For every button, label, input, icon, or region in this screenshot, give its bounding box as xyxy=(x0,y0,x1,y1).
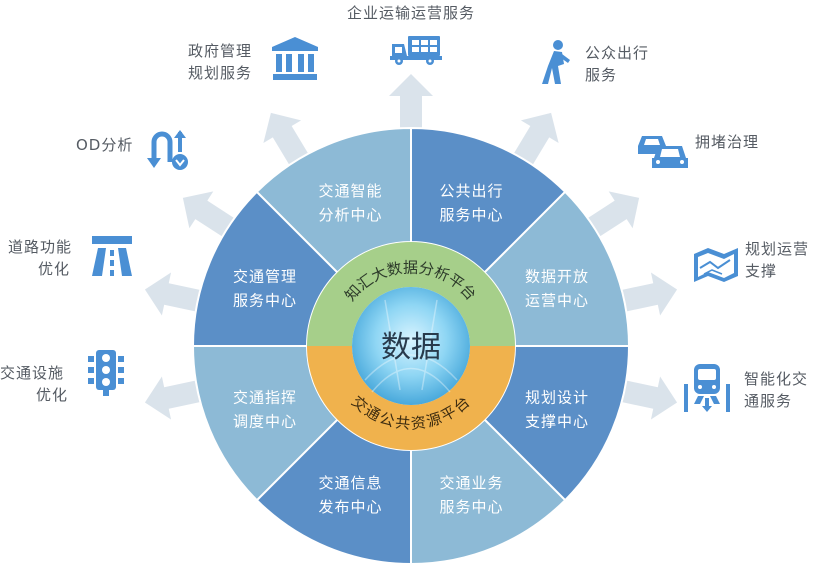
outward-arrow-2 xyxy=(584,191,640,239)
segment-label-line1: 交通管理 xyxy=(233,268,297,286)
folded-map-icon xyxy=(694,248,738,282)
arrow-group xyxy=(144,74,678,420)
core-tunnel-lines xyxy=(364,299,458,393)
label-public-travel-line2: 服务 xyxy=(585,66,618,84)
train-icon xyxy=(684,364,730,412)
segment-group: 公共出行服务中心数据开放运营中心规划设计支撑中心交通业务服务中心交通信息发布中心… xyxy=(191,126,631,564)
label-road-line2: 优化 xyxy=(38,260,71,278)
segment-label-1: 数据开放运营中心 xyxy=(525,268,589,310)
segment-label-line2: 分析中心 xyxy=(319,206,383,224)
label-road-line1: 道路功能 xyxy=(8,238,73,256)
label-planning-line1: 规划运营 xyxy=(745,240,810,258)
segment-label-line2: 运营中心 xyxy=(525,292,589,310)
segment-label-6: 交通管理服务中心 xyxy=(233,268,297,310)
outward-arrow-7 xyxy=(144,272,204,316)
segment-label-7: 交通智能分析中心 xyxy=(319,182,383,224)
outward-arrow-0 xyxy=(389,74,433,132)
segment-label-0: 公共出行服务中心 xyxy=(439,182,503,224)
segment-label-3: 交通业务服务中心 xyxy=(439,474,503,516)
label-od-analysis: OD分析 xyxy=(76,134,133,156)
cars-icon xyxy=(638,136,688,168)
label-public-travel: 公众出行 服务 xyxy=(585,42,649,86)
label-congestion: 拥堵治理 xyxy=(695,131,759,153)
highway-icon xyxy=(92,236,132,276)
delivery-truck-icon xyxy=(390,36,442,65)
label-enterprise-transport: 企业运输运营服务 xyxy=(347,2,475,24)
walking-person-icon xyxy=(542,40,570,84)
label-enterprise-line1: 企业运输运营服务 xyxy=(347,4,476,22)
label-smart-line2: 通服务 xyxy=(744,392,793,410)
segment-label-line1: 交通信息 xyxy=(319,474,383,492)
segment-label-line2: 服务中心 xyxy=(233,292,297,310)
segment-label-line2: 发布中心 xyxy=(319,498,383,516)
label-facility-line2: 优化 xyxy=(36,386,69,404)
label-public-travel-line1: 公众出行 xyxy=(585,44,650,62)
data-core xyxy=(352,287,470,405)
segment-label-line1: 交通智能 xyxy=(319,182,383,200)
label-government: 政府管理 规划服务 xyxy=(188,40,252,84)
label-facility: 交通设施 优化 xyxy=(0,362,68,406)
od-route-icon xyxy=(147,130,188,170)
label-od-line1: OD分析 xyxy=(76,136,134,154)
segment-label-line2: 服务中心 xyxy=(439,498,503,516)
outward-arrow-4 xyxy=(618,376,678,420)
label-government-line2: 规划服务 xyxy=(188,64,253,82)
outward-arrow-3 xyxy=(618,272,678,316)
ring-top-green xyxy=(307,242,515,346)
segment-label-2: 规划设计支撑中心 xyxy=(525,388,589,430)
outward-arrow-1 xyxy=(511,112,559,169)
label-congestion-line1: 拥堵治理 xyxy=(695,133,760,151)
segment-label-line1: 数据开放 xyxy=(525,268,589,286)
outward-arrow-8 xyxy=(144,376,204,420)
segment-label-line1: 公共出行 xyxy=(439,182,503,200)
segment-label-line2: 调度中心 xyxy=(233,412,297,430)
outward-arrow-5 xyxy=(263,112,311,169)
segment-label-line1: 交通指挥 xyxy=(233,388,297,406)
segment-label-line2: 服务中心 xyxy=(439,206,503,224)
label-planning-line2: 支撑 xyxy=(745,262,778,280)
segment-label-line1: 交通业务 xyxy=(439,474,503,492)
segment-label-5: 交通指挥调度中心 xyxy=(233,388,297,430)
ring-bottom-orange xyxy=(307,346,515,450)
label-smart-line1: 智能化交 xyxy=(744,370,809,388)
traffic-light-icon xyxy=(88,350,124,396)
outward-arrow-6 xyxy=(182,191,238,239)
core-title: 数据 xyxy=(381,330,441,365)
label-road-function: 道路功能 优化 xyxy=(8,236,72,280)
segment-label-line2: 支撑中心 xyxy=(525,412,589,430)
label-planning-support: 规划运营 支撑 xyxy=(745,238,809,282)
label-facility-line1: 交通设施 xyxy=(0,364,65,382)
government-building-icon xyxy=(272,37,318,80)
label-smart-transport: 智能化交 通服务 xyxy=(744,368,808,412)
segment-label-4: 交通信息发布中心 xyxy=(319,474,383,516)
segment-label-line1: 规划设计 xyxy=(525,388,589,406)
label-government-line1: 政府管理 xyxy=(188,42,253,60)
